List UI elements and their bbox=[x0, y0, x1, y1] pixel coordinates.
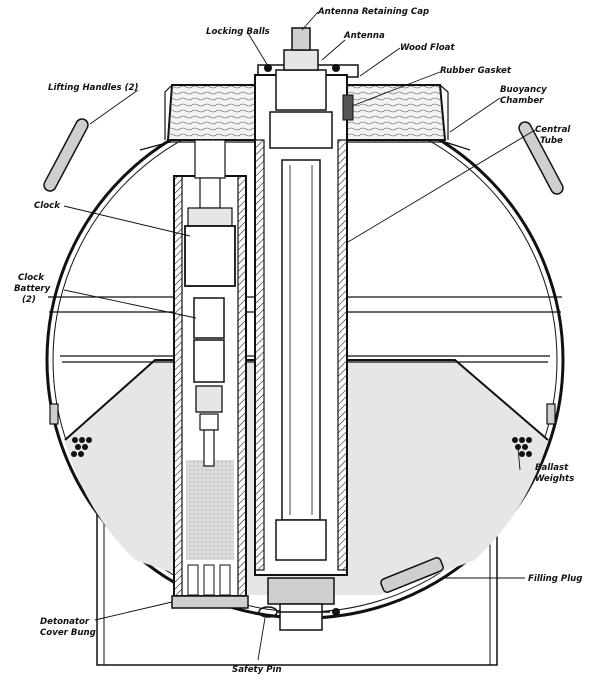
label-clock-battery-line2: Battery bbox=[14, 284, 51, 294]
label-safety-pin: Safety Pin bbox=[232, 665, 282, 675]
leader-lines bbox=[63, 11, 536, 661]
label-antenna-retaining-cap: Antenna Retaining Cap bbox=[317, 7, 429, 17]
label-ballast-weights-line1: Ballast bbox=[535, 463, 569, 473]
filling-plug bbox=[380, 556, 444, 594]
labels: Antenna Retaining Cap Locking Balls Ante… bbox=[14, 7, 582, 675]
safety-pin bbox=[258, 606, 340, 618]
rubber-gasket bbox=[342, 94, 354, 121]
label-central-tube-line2: Tube bbox=[540, 136, 563, 146]
label-ballast-weights-line2: Weights bbox=[535, 474, 574, 484]
label-buoyancy-chamber-line1: Buoyancy bbox=[500, 85, 547, 95]
clock-mechanism bbox=[184, 139, 236, 287]
clock-battery-lower bbox=[193, 339, 225, 383]
label-rubber-gasket: Rubber Gasket bbox=[440, 66, 512, 76]
side-fitting-left bbox=[49, 403, 59, 425]
label-buoyancy-chamber-line2: Chamber bbox=[500, 96, 544, 106]
label-detonator-cover-bung-line1: Detonator bbox=[40, 617, 90, 627]
antenna-retaining-cap bbox=[291, 27, 311, 51]
lifting-handle-left bbox=[43, 118, 89, 192]
label-detonator-cover-bung-line2: Cover Bung bbox=[40, 628, 96, 638]
label-locking-balls: Locking Balls bbox=[206, 27, 270, 37]
label-central-tube-line1: Central bbox=[535, 125, 571, 135]
label-clock: Clock bbox=[34, 201, 61, 211]
lifting-handle-right bbox=[518, 121, 564, 195]
ballast-weights-left bbox=[71, 437, 92, 457]
label-lifting-handles: Lifting Handles (2) bbox=[48, 83, 139, 93]
central-tube bbox=[254, 74, 348, 631]
label-clock-battery-line1: Clock bbox=[18, 273, 45, 283]
detonator-assembly bbox=[195, 385, 223, 467]
label-clock-battery-line3: (2) bbox=[22, 295, 36, 305]
side-fitting-right bbox=[546, 403, 556, 425]
ballast-weights-right bbox=[512, 437, 532, 457]
locking-balls bbox=[264, 64, 340, 72]
clock-battery-upper bbox=[193, 297, 225, 339]
label-antenna: Antenna bbox=[343, 31, 385, 41]
detonator-cover-bung bbox=[171, 595, 249, 609]
antenna bbox=[275, 49, 327, 111]
label-filling-plug: Filling Plug bbox=[528, 574, 582, 584]
label-wood-float: Wood Float bbox=[400, 43, 455, 53]
